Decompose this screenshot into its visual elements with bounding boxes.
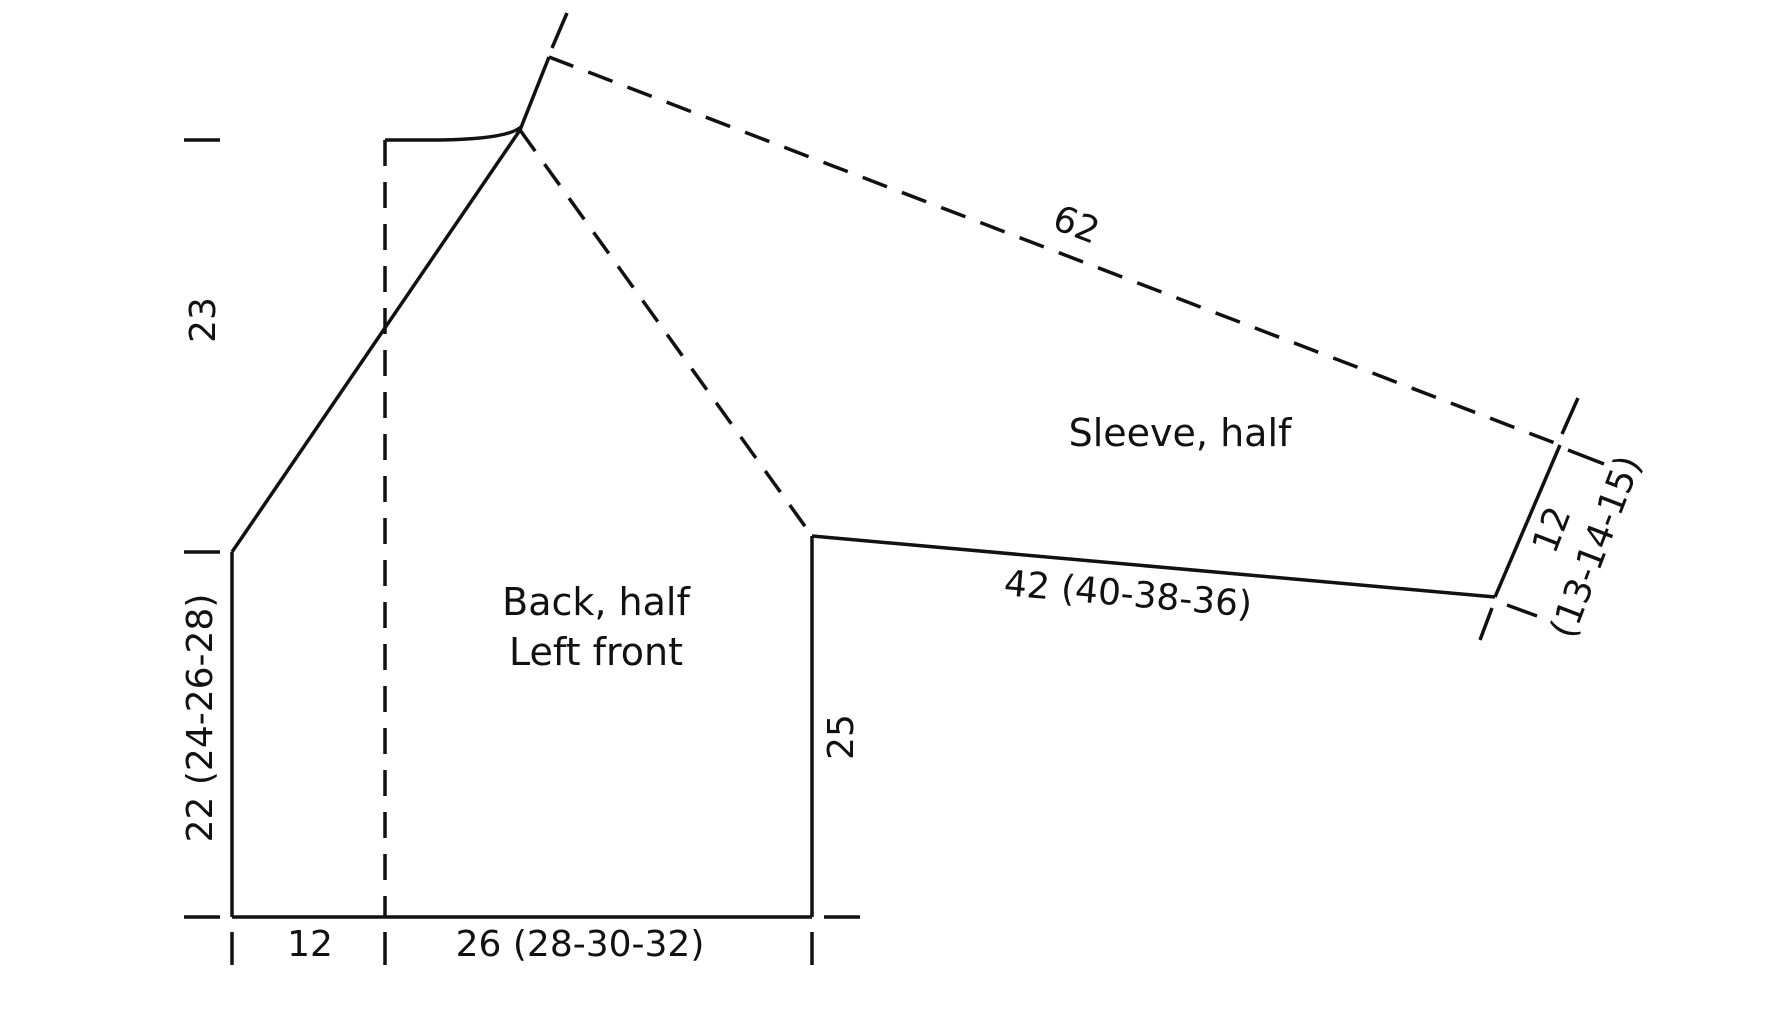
sleeve-top-dashed-line [548, 55, 1561, 447]
side-height-label: 22 (24-26-28) [180, 594, 221, 843]
sleeve-piece-outline [548, 55, 1562, 599]
shoulder-top-segment [518, 56, 551, 131]
tick-cuff-top-a [1560, 397, 1580, 435]
tick-cuff-bottom-a [1506, 603, 1538, 618]
sleeve-label: Sleeve, half [1069, 411, 1293, 455]
body-piece-outline [230, 56, 814, 919]
body-width-label: 26 (28-30-32) [456, 924, 705, 965]
sleeve-length-label: 62 [1047, 198, 1104, 253]
front-neck-slope [230, 129, 522, 553]
body-label-line2: Left front [509, 630, 683, 674]
measurement-ticks [184, 12, 1605, 965]
tick-shoulder-top [550, 12, 569, 49]
front-band-width-label: 12 [287, 924, 333, 965]
back-neck-curve [385, 124, 524, 142]
yoke-height-label: 23 [183, 297, 224, 343]
raglan-dashed-line [518, 128, 814, 538]
body-label-line1: Back, half [502, 580, 691, 624]
tick-cuff-top-b [1567, 448, 1605, 466]
sleeve-underarm-edge [811, 534, 1496, 599]
sleeve-cuff-edge [1493, 444, 1562, 598]
tick-cuff-bottom-b [1478, 607, 1494, 641]
armhole-depth-label: 25 [821, 714, 862, 760]
